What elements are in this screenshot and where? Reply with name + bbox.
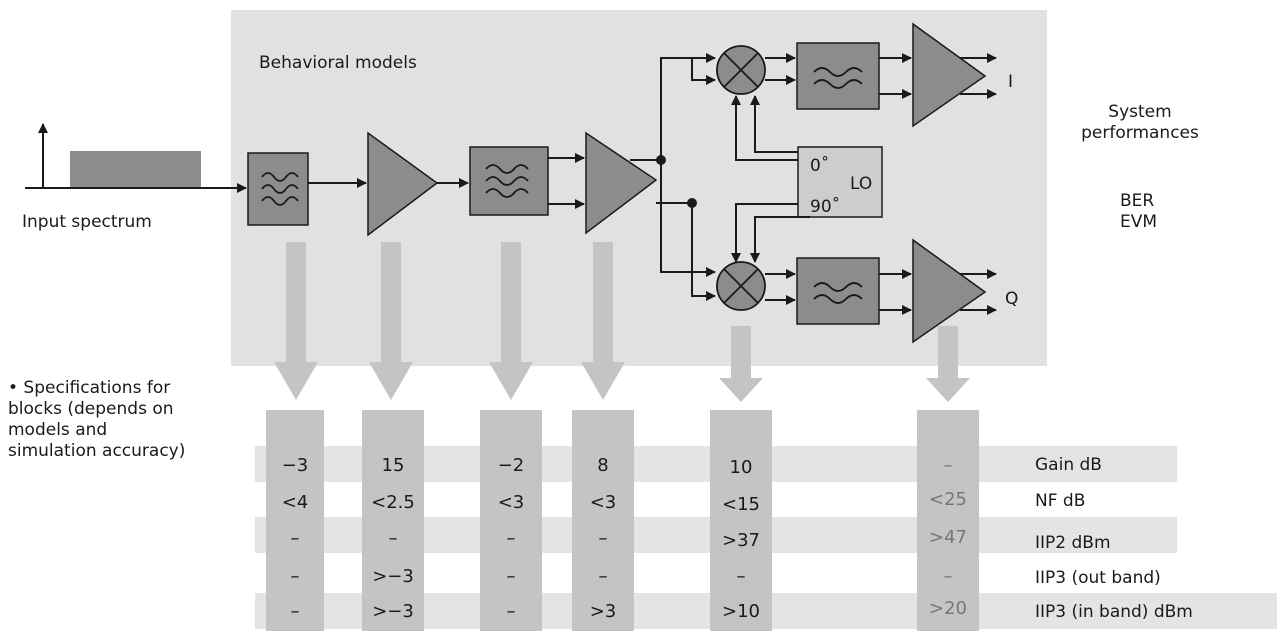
ber-label: BER <box>1120 191 1155 211</box>
spec-cell: – <box>506 601 516 622</box>
spec-arrow-6 <box>926 326 970 402</box>
junction-dot-2 <box>687 198 697 208</box>
amplifier-i-icon <box>912 22 987 128</box>
row-label-gain: Gain dB <box>1035 455 1102 475</box>
behavioral-models-label: Behavioral models <box>259 53 417 73</box>
spec-cell: – <box>943 566 953 587</box>
spec-arrow-2 <box>369 242 413 400</box>
spec-cell: <15 <box>722 494 760 515</box>
spec-cell: – <box>506 566 516 587</box>
spec-column-6 <box>917 410 979 631</box>
row-label-iip3-in: IIP3 (in band) dBm <box>1035 602 1193 622</box>
spec-cell: 15 <box>381 455 405 476</box>
spec-cell: <3 <box>497 492 525 513</box>
lowpass-filter-i-icon <box>796 42 880 110</box>
spec-cell: −3 <box>281 455 309 476</box>
spec-cell: <4 <box>281 492 309 513</box>
spec-column-3 <box>480 410 542 631</box>
spec-cell: >47 <box>929 527 967 548</box>
junction-dot-1 <box>656 155 666 165</box>
spectrum-band <box>70 151 201 188</box>
spec-cell: >−3 <box>372 566 414 587</box>
spec-column-5 <box>710 410 772 631</box>
spec-cell: −2 <box>497 455 525 476</box>
row-label-iip2: IIP2 dBm <box>1035 533 1111 553</box>
spec-cell: – <box>290 528 300 549</box>
spec-cell: – <box>290 566 300 587</box>
spec-cell: – <box>736 566 746 587</box>
spec-cell: 10 <box>729 457 753 478</box>
bandpass-filter-2-icon <box>469 146 549 216</box>
lo-box <box>797 146 883 218</box>
spec-arrows <box>274 242 970 402</box>
specs-note-line: models and <box>8 420 108 440</box>
spec-cell: >20 <box>929 598 967 619</box>
amplifier-2-icon <box>585 131 658 235</box>
spec-cell: – <box>388 528 398 549</box>
system-performances-line-1: System <box>1108 102 1172 122</box>
spec-cell: 8 <box>597 455 609 476</box>
spec-cell: >−3 <box>372 601 414 622</box>
amplifier-1-icon <box>367 131 439 237</box>
lo-90-label: 90˚ <box>810 196 840 217</box>
system-performances-line-2: performances <box>1081 123 1199 143</box>
spec-arrow-4 <box>581 242 625 400</box>
spec-arrow-5 <box>719 326 763 402</box>
bandpass-filter-1-icon <box>247 152 309 226</box>
spec-cell: – <box>598 566 608 587</box>
metrics-list: BER EVM <box>1120 191 1157 233</box>
spec-cell: >3 <box>589 601 617 622</box>
evm-label: EVM <box>1120 212 1158 232</box>
spec-cell: <2.5 <box>371 492 415 513</box>
spec-cell: >37 <box>722 530 760 551</box>
specs-note-line: simulation accuracy) <box>8 441 186 461</box>
spec-arrow-1 <box>274 242 318 400</box>
spec-cell: >10 <box>722 601 760 622</box>
spec-cell: <3 <box>589 492 617 513</box>
spec-column-2 <box>362 410 424 631</box>
spec-column-1 <box>266 410 324 631</box>
system-performances: System performances <box>1070 102 1210 144</box>
spec-cell: – <box>943 455 953 476</box>
spec-cell: – <box>506 528 516 549</box>
spec-arrow-3 <box>489 242 533 400</box>
row-label-nf: NF dB <box>1035 491 1086 511</box>
amplifier-q-icon <box>912 238 987 344</box>
input-spectrum-label: Input spectrum <box>22 212 152 232</box>
specs-note-line: blocks (depends on <box>8 399 174 419</box>
mixer-i-icon <box>716 45 766 95</box>
spec-column-4 <box>572 410 634 631</box>
spec-cell: – <box>290 601 300 622</box>
spec-cell: – <box>598 528 608 549</box>
lo-0-label: 0˚ <box>810 155 829 176</box>
output-i-label: I <box>1008 72 1014 92</box>
lowpass-filter-q-icon <box>796 257 880 325</box>
specs-note: • Specifications for blocks (depends on … <box>8 378 185 462</box>
mixer-q-icon <box>716 261 766 311</box>
row-label-iip3-out: IIP3 (out band) <box>1035 568 1161 588</box>
output-q-label: Q <box>1005 289 1019 309</box>
lo-label: LO <box>850 174 872 194</box>
spec-cell: <25 <box>929 489 967 510</box>
specs-note-line: • Specifications for <box>8 378 171 398</box>
